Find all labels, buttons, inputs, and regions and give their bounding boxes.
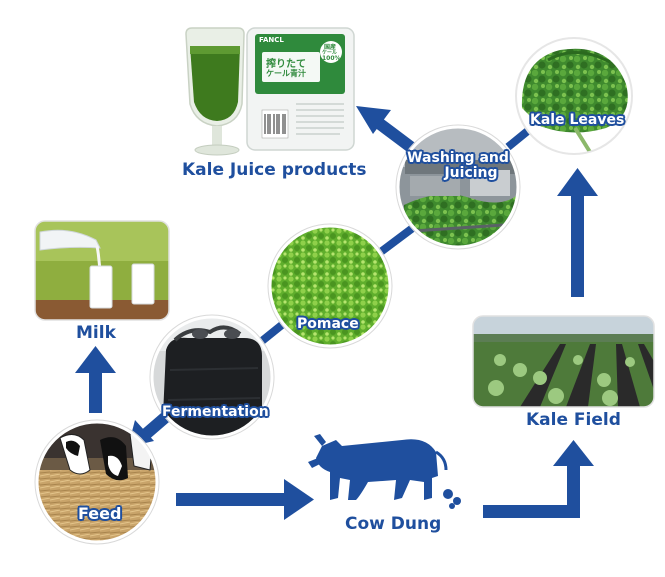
arrow-washing-to-products (356, 106, 412, 148)
package-badge-line3: 100% (322, 55, 341, 62)
milk-image (35, 221, 169, 320)
washing-juicing-image (396, 125, 520, 249)
arrow-dung-to-field (483, 440, 594, 518)
kale-leaves-image (510, 34, 640, 158)
label-kale-leaves: Kale Leaves (530, 113, 624, 128)
label-feed: Feed (78, 505, 121, 523)
dung-icon (443, 489, 461, 509)
package-title-line2: ケール青汁 (266, 68, 306, 79)
arrow-field-to-leaves (557, 168, 598, 297)
cow-icon (308, 434, 446, 500)
label-kale-field: Kale Field (526, 411, 621, 430)
label-washing-line2: Juicing (430, 166, 512, 181)
package-brand: FANCL (259, 36, 284, 44)
label-kale-juice-products: Kale Juice products (182, 161, 367, 180)
arrow-feed-to-dung (176, 479, 314, 520)
label-milk: Milk (76, 324, 116, 343)
feed-image (35, 420, 159, 544)
arrow-feed-to-milk (75, 346, 116, 413)
label-pomace: Pomace (297, 317, 359, 332)
kale-field-image (473, 316, 665, 407)
fermentation-image (150, 315, 274, 439)
label-washing-and-juicing: Washing and Juicing (404, 151, 512, 182)
label-fermentation: Fermentation (162, 405, 269, 420)
label-cow-dung: Cow Dung (345, 515, 441, 534)
